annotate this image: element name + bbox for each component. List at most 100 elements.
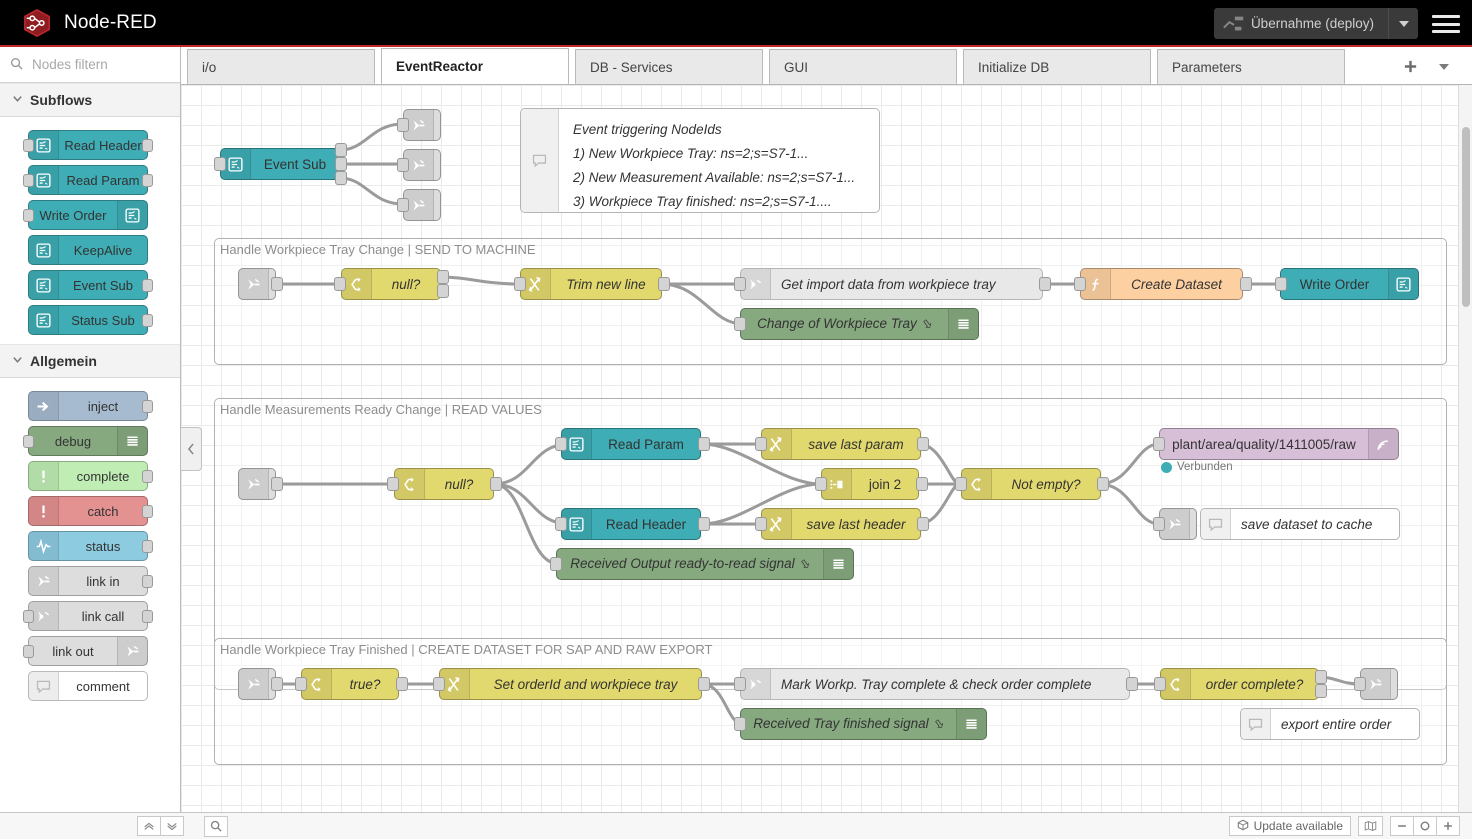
tab-initialize-db[interactable]: Initialize DB bbox=[963, 49, 1151, 84]
footer-search-button[interactable] bbox=[204, 815, 228, 837]
chevrons-up-icon[interactable] bbox=[137, 816, 160, 836]
node-input-port[interactable] bbox=[1275, 277, 1287, 291]
flow-node-switch-null-2[interactable]: null? bbox=[394, 468, 494, 500]
flow-node-link-out-export[interactable] bbox=[1360, 668, 1398, 700]
node-output-port[interactable] bbox=[698, 677, 710, 691]
scrollbar-thumb[interactable] bbox=[1462, 127, 1470, 307]
node-input-port[interactable] bbox=[1153, 437, 1165, 451]
node-output-port[interactable] bbox=[142, 314, 153, 327]
group-handle-workpiece-tray-change[interactable] bbox=[214, 238, 1447, 365]
node-input-port[interactable] bbox=[1153, 517, 1165, 531]
node-output-port[interactable] bbox=[142, 139, 153, 152]
palette-node-inject[interactable]: inject bbox=[28, 391, 153, 421]
node-input-port[interactable] bbox=[397, 118, 409, 132]
node-output-port[interactable] bbox=[142, 540, 153, 553]
flow-node-switch-order-complete[interactable]: order complete? bbox=[1160, 668, 1319, 700]
flow-comment-export-entire-order[interactable]: export entire order bbox=[1240, 708, 1420, 740]
node-input-port[interactable] bbox=[734, 677, 746, 691]
group-handle-workpiece-tray-finished[interactable] bbox=[214, 638, 1447, 765]
node-input-port[interactable] bbox=[23, 139, 34, 152]
node-input-port[interactable] bbox=[23, 209, 34, 222]
palette-node-link-call[interactable]: link call bbox=[23, 601, 153, 631]
flow-node-read-param[interactable]: Read Param bbox=[561, 428, 701, 460]
flow-node-save-last-param[interactable]: save last param bbox=[761, 428, 921, 460]
node-output-port[interactable] bbox=[658, 277, 670, 291]
node-input-port[interactable] bbox=[1074, 277, 1086, 291]
palette-node-write-order[interactable]: Write Order bbox=[23, 200, 148, 230]
add-flow-button[interactable] bbox=[1396, 53, 1424, 81]
node-output-port[interactable] bbox=[142, 610, 153, 623]
flow-node-get-import-data[interactable]: Get import data from workpiece tray bbox=[740, 268, 1043, 300]
flow-node-switch-true[interactable]: true? bbox=[301, 668, 399, 700]
flow-node-link-in-1[interactable] bbox=[238, 268, 276, 300]
flow-node-trim-new-line[interactable]: Trim new line bbox=[520, 268, 662, 300]
node-input-port[interactable] bbox=[397, 158, 409, 172]
node-input-port[interactable] bbox=[295, 677, 307, 691]
palette-collapse-button[interactable] bbox=[181, 427, 202, 471]
map-icon[interactable] bbox=[1358, 816, 1383, 836]
node-output-port[interactable] bbox=[271, 677, 283, 691]
deploy-dropdown-button[interactable] bbox=[1388, 8, 1418, 39]
node-input-port[interactable] bbox=[1154, 677, 1166, 691]
node-input-port[interactable] bbox=[555, 437, 567, 451]
palette-node-link-in[interactable]: link in bbox=[28, 566, 153, 596]
flow-node-read-header[interactable]: Read Header bbox=[561, 508, 701, 540]
search-input[interactable] bbox=[30, 56, 170, 73]
palette-node-comment[interactable]: comment bbox=[28, 671, 148, 701]
node-input-port[interactable] bbox=[734, 317, 746, 331]
chevrons-down-icon[interactable] bbox=[160, 816, 184, 836]
palette-node-read-header[interactable]: Read Header bbox=[23, 130, 153, 160]
palette-node-read-param[interactable]: Read Param bbox=[23, 165, 153, 195]
tab-gui[interactable]: GUI bbox=[769, 49, 957, 84]
deploy-button[interactable]: Übernahme (deploy) bbox=[1213, 8, 1418, 39]
palette-category-allgemein[interactable]: Allgemein bbox=[0, 344, 180, 378]
tab-parameters[interactable]: Parameters bbox=[1157, 49, 1345, 84]
node-output-port[interactable] bbox=[1097, 477, 1109, 491]
node-input-port[interactable] bbox=[550, 557, 562, 571]
node-input-port[interactable] bbox=[433, 677, 445, 691]
node-output-port[interactable] bbox=[142, 575, 153, 588]
node-output-port[interactable] bbox=[1240, 277, 1252, 291]
flow-node-write-order[interactable]: Write Order bbox=[1280, 268, 1419, 300]
flow-node-link-out-1[interactable] bbox=[403, 109, 441, 141]
node-output-port[interactable] bbox=[917, 437, 929, 451]
palette-node-status-sub[interactable]: Status Sub bbox=[28, 305, 153, 335]
node-input-port[interactable] bbox=[734, 277, 746, 291]
node-input-port[interactable] bbox=[755, 437, 767, 451]
node-input-port[interactable] bbox=[1354, 677, 1366, 691]
node-output-port[interactable] bbox=[335, 171, 347, 185]
node-input-port[interactable] bbox=[387, 477, 399, 491]
tabs-menu-button[interactable] bbox=[1430, 53, 1458, 81]
flow-node-mqtt-out[interactable]: plant/area/quality/1411005/raw bbox=[1159, 428, 1399, 460]
node-output-port[interactable] bbox=[490, 477, 502, 491]
node-input-port[interactable] bbox=[555, 517, 567, 531]
update-available-button[interactable]: Update available bbox=[1228, 816, 1351, 836]
node-output-port[interactable] bbox=[142, 279, 153, 292]
node-input-port[interactable] bbox=[23, 645, 34, 658]
minus-icon[interactable] bbox=[1390, 816, 1413, 836]
flow-node-mark-workpiece-complete[interactable]: Mark Workp. Tray complete & check order … bbox=[740, 668, 1130, 700]
node-output-port[interactable] bbox=[1039, 277, 1051, 291]
node-output-port[interactable] bbox=[698, 517, 710, 531]
palette-node-catch[interactable]: catch bbox=[28, 496, 153, 526]
flow-node-set-orderid[interactable]: Set orderId and workpiece tray bbox=[439, 668, 702, 700]
tab-eventreactor[interactable]: EventReactor bbox=[381, 48, 569, 84]
palette-node-debug[interactable]: debug bbox=[23, 426, 148, 456]
hamburger-menu-icon[interactable] bbox=[1432, 12, 1460, 36]
node-input-port[interactable] bbox=[334, 277, 346, 291]
node-output-port[interactable] bbox=[917, 517, 929, 531]
node-input-port[interactable] bbox=[955, 477, 967, 491]
node-output-port[interactable] bbox=[142, 174, 153, 187]
node-output-port[interactable] bbox=[335, 143, 347, 157]
node-output-port[interactable] bbox=[437, 270, 449, 284]
flow-node-debug-received-tray-finished[interactable]: Received Tray finished signal ⬂ bbox=[740, 708, 987, 740]
node-output-port[interactable] bbox=[437, 284, 449, 298]
node-input-port[interactable] bbox=[214, 157, 226, 171]
flow-node-debug-change-workpiece-tray[interactable]: Change of Workpiece Tray ⬂ bbox=[740, 308, 979, 340]
node-input-port[interactable] bbox=[23, 174, 34, 187]
node-output-port[interactable] bbox=[271, 277, 283, 291]
palette-node-link-out[interactable]: link out bbox=[23, 636, 148, 666]
palette-category-subflows[interactable]: Subflows bbox=[0, 83, 180, 117]
